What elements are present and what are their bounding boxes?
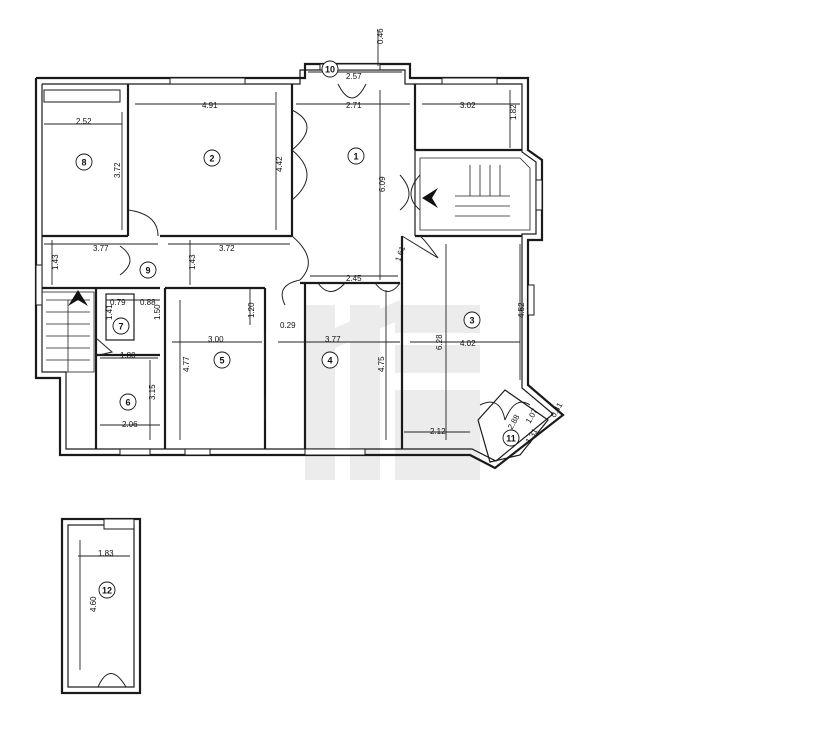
- room-label-4: 4: [321, 351, 339, 369]
- dim-2-71: 2.71: [346, 101, 362, 110]
- dim-2-57: 2.57: [346, 72, 362, 81]
- svg-text:10: 10: [325, 65, 335, 75]
- svg-text:1: 1: [353, 152, 358, 162]
- dim-0-46: 0.46: [376, 28, 385, 44]
- dim-4-60: 4.60: [89, 596, 98, 612]
- door-swing-icon: [95, 83, 531, 421]
- svg-text:5: 5: [219, 356, 224, 366]
- dim-2-12: 2.12: [430, 427, 446, 436]
- dim-4-42: 4.42: [275, 156, 284, 172]
- dim-2-88: 2.88: [506, 413, 522, 431]
- dim-6-09: 6.09: [378, 176, 387, 192]
- svg-text:6: 6: [125, 398, 130, 408]
- room-label-7: 7: [112, 317, 130, 335]
- dim-4-91: 4.91: [202, 101, 218, 110]
- bay-room-11: [477, 389, 549, 463]
- room-label-6: 6: [119, 393, 137, 411]
- dim-3-72-v: 3.72: [113, 162, 122, 178]
- dim-4-52: 4.52: [517, 302, 526, 318]
- dim-3-00: 3.00: [208, 335, 224, 344]
- dim-1-80: 1.80: [120, 351, 136, 360]
- room-markers: 1 2 3 4 5 6 7 8 9 10 11 12: [75, 60, 520, 599]
- svg-text:7: 7: [118, 322, 123, 332]
- room-label-1: 1: [347, 147, 365, 165]
- dim-1-82: 1.82: [509, 104, 518, 120]
- svg-text:8: 8: [81, 158, 86, 168]
- north-arrow-icon: [68, 188, 438, 306]
- windows: [35, 63, 543, 456]
- stairs-icon: [41, 157, 531, 373]
- dim-3-77-mid: 3.77: [325, 335, 341, 344]
- dim-2-06: 2.06: [122, 420, 138, 429]
- room-label-3: 3: [463, 311, 481, 329]
- dim-2-52: 2.52: [76, 117, 92, 126]
- dim-4-02: 4.02: [460, 339, 476, 348]
- dim-2-45: 2.45: [346, 274, 362, 283]
- dim-1-41: 1.41: [105, 304, 114, 320]
- svg-text:3: 3: [469, 316, 474, 326]
- dim-1-83: 1.83: [98, 549, 114, 558]
- dim-1-43-mid: 1.43: [188, 254, 197, 270]
- dim-3-15: 3.15: [148, 384, 157, 400]
- dim-1-61: 1.61: [393, 244, 407, 262]
- dim-0-88: 0.88: [140, 298, 156, 307]
- dim-4-75: 4.75: [377, 356, 386, 372]
- outer-walls: [34, 62, 565, 470]
- room-12-plan: 1.83 4.60: [60, 517, 142, 695]
- room-label-9: 9: [139, 261, 157, 279]
- dim-6-28: 6.28: [435, 334, 444, 350]
- room-label-8: 8: [75, 153, 93, 171]
- svg-text:9: 9: [145, 266, 150, 276]
- dim-0-29: 0.29: [280, 321, 296, 330]
- interior-walls: [42, 84, 522, 449]
- dimension-lines: [44, 30, 521, 440]
- room-label-11: 11: [502, 429, 520, 447]
- watermark-logo-icon: [305, 300, 480, 480]
- dim-3-02: 3.02: [460, 101, 476, 110]
- svg-text:2: 2: [209, 154, 214, 164]
- dim-1-50: 1.50: [153, 304, 162, 320]
- room-label-2: 2: [203, 149, 221, 167]
- svg-text:12: 12: [102, 586, 112, 596]
- dim-1-43-left: 1.43: [51, 254, 60, 270]
- dim-3-77-top: 3.77: [93, 244, 109, 253]
- room-label-12: 12: [98, 581, 116, 599]
- room-label-10: 10: [321, 60, 339, 78]
- dim-1-20: 1.20: [247, 302, 256, 318]
- svg-text:11: 11: [506, 434, 516, 444]
- dim-3-72-h: 3.72: [219, 244, 235, 253]
- room-label-5: 5: [213, 351, 231, 369]
- svg-text:4: 4: [327, 356, 332, 366]
- dim-4-77: 4.77: [182, 356, 191, 372]
- dim-0-79: 0.79: [110, 298, 126, 307]
